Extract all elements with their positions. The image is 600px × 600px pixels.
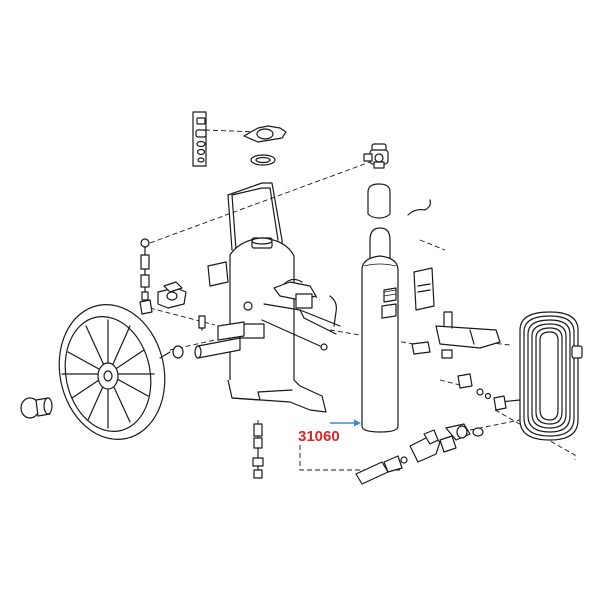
rod-tip <box>320 343 328 351</box>
dip-tube <box>252 423 264 479</box>
cylinder-valve <box>363 143 389 169</box>
extinguisher-tank <box>207 182 341 413</box>
hose-holder-bracket <box>411 311 501 359</box>
axle <box>194 315 245 359</box>
pressure-gauge-assembly <box>139 238 187 315</box>
top-fitting-stack <box>192 111 207 167</box>
trolley-wheel <box>58 304 171 440</box>
co2-cylinder-31060 <box>361 183 399 433</box>
hose-fittings <box>457 373 507 437</box>
hub-cap <box>20 397 53 419</box>
part-number-label: 31060 <box>298 428 340 445</box>
discharge-nozzle <box>355 423 471 485</box>
safety-pin <box>407 199 432 216</box>
instruction-label <box>413 267 435 311</box>
discharge-rod <box>261 319 321 347</box>
callout-arrow <box>330 419 361 427</box>
hose-clamp-bracket <box>273 278 337 327</box>
axle-washer <box>172 345 184 359</box>
coiled-hose <box>499 311 583 441</box>
winged-fill-cap <box>243 125 287 166</box>
